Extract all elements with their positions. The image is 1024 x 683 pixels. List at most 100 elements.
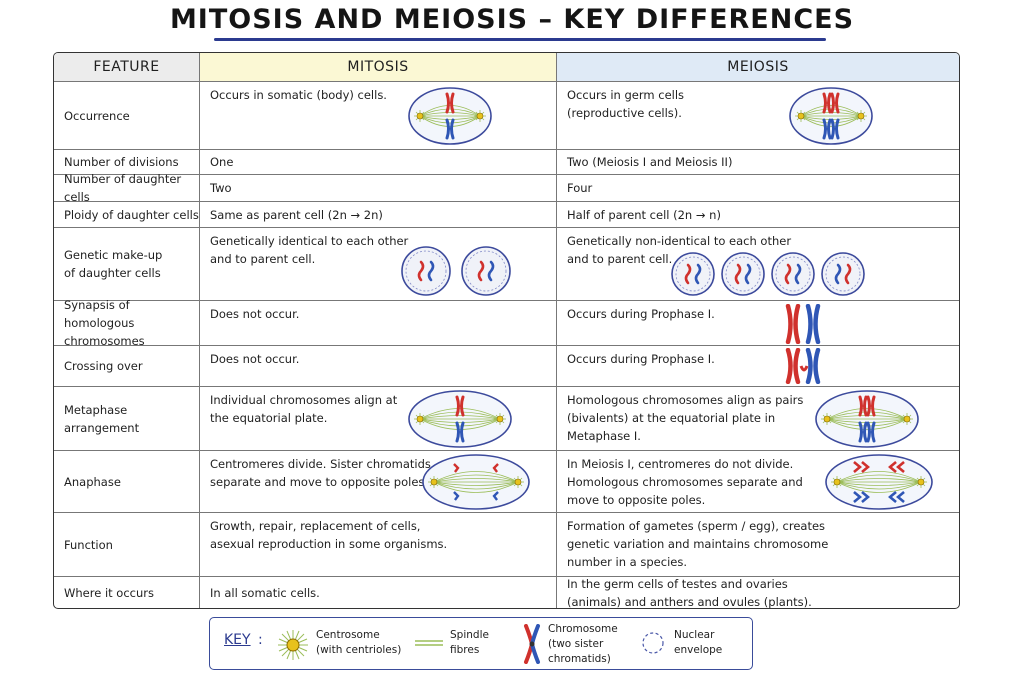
mitosis-anaphase-diagram (422, 454, 530, 510)
text-line: and to parent cell. (210, 252, 316, 266)
meiosis-cell: Homologous chromosomes align as pairs (bi… (557, 387, 959, 450)
text-line: (two sister (548, 638, 604, 650)
text-line: Crossing over (64, 359, 143, 373)
meiosis-text: Half of parent cell (2n → n) (567, 206, 721, 224)
mitosis-text: Does not occur. (210, 350, 556, 368)
text-line: Growth, repair, replacement of cells, (210, 519, 421, 533)
spindle-fibres-icon (415, 640, 443, 646)
text-line: genetic variation and maintains chromoso… (567, 537, 829, 551)
feature-cell: Crossing over (54, 346, 200, 386)
table-row: Crossing over Does not occur. Occurs durin… (54, 346, 959, 387)
text-line: homologous chromosomes (64, 316, 145, 348)
mitosis-cell: Same as parent cell (2n → 2n) (200, 202, 557, 227)
key-envelope-text: Nuclear envelope (674, 628, 722, 658)
meiosis-text: Homologous chromosomes align as pairs (bi… (567, 391, 959, 445)
text-line: Function (64, 537, 113, 552)
meiosis-cell: Occurs during Prophase I. (557, 346, 959, 386)
meiosis-text: Occurs in germ cells(reproductive cells)… (567, 86, 959, 122)
feature-text: Anaphase (64, 473, 121, 491)
text-line: Metaphase (64, 402, 128, 417)
mitosis-metaphase-diagram (408, 390, 512, 448)
table-row: Function Growth, repair, replacement of c… (54, 513, 959, 577)
mitosis-cell: Occurs in somatic (body) cells. (200, 82, 557, 149)
text-line: Genetically identical to each other (210, 234, 409, 248)
meiosis-cell: Occurs in germ cells(reproductive cells)… (557, 82, 959, 149)
text-line: Same as parent cell (2n → 2n) (210, 207, 383, 222)
text-line: Centrosome (316, 629, 380, 641)
meiosis-text: Two (Meiosis I and Meiosis II) (567, 153, 732, 171)
text-line: Occurs in somatic (body) cells. (210, 88, 387, 102)
key-legend: KEY : Centrosome(with centrioles) Spindl… (209, 617, 753, 670)
table-row: Number of daughter cells Two Four (54, 172, 959, 204)
text-line: Four (567, 181, 593, 195)
meiosis-metaphase-diagram (815, 390, 919, 448)
mitosis-text: Growth, repair, replacement of cells, ase… (210, 517, 556, 553)
text-line: asexual reproduction in some organisms. (210, 537, 448, 551)
meiosis-cell: In Meiosis I, centromeres do not divide.… (557, 451, 959, 512)
mitosis-cell: Growth, repair, replacement of cells, ase… (200, 513, 557, 576)
text-line: Ploidy of daughter cells (64, 207, 199, 222)
feature-text: Function (64, 536, 113, 554)
text-line: Does not occur. (210, 307, 300, 321)
text-line: Homologous chromosomes align as pairs (567, 393, 804, 407)
text-line: envelope (674, 644, 723, 656)
text-line: Number of daughter cells (64, 172, 182, 204)
text-line: chromatids) (548, 653, 611, 665)
text-line: Does not occur. (210, 352, 300, 366)
mitosis-cell: Genetically identical to each other and t… (200, 228, 557, 300)
feature-text: Number of divisions (64, 153, 179, 171)
mitosis-cell: One (200, 150, 557, 174)
feature-cell: Number of divisions (54, 150, 200, 174)
chromosome-icon (524, 624, 540, 664)
text-line: In the germ cells of testes and ovaries (567, 576, 788, 591)
text-line: Occurs in germ cells (567, 88, 685, 102)
text-line: fibres (450, 644, 480, 656)
text-line: Genetically non-identical to each other (567, 234, 792, 248)
text-line: In Meiosis I, centromeres do not divide. (567, 457, 794, 471)
meiosis-cell: Half of parent cell (2n → n) (557, 202, 959, 227)
feature-cell: Where it occurs (54, 577, 200, 608)
text-line: Metaphase I. (567, 429, 641, 443)
meiosis-text: In Meiosis I, centromeres do not divide.… (567, 455, 959, 509)
text-line: Anaphase (64, 474, 121, 489)
feature-text: Crossing over (64, 357, 143, 375)
meiosis-text: In the germ cells of testes and ovaries(… (567, 575, 812, 609)
mitosis-cell: In all somatic cells. (200, 577, 557, 608)
text-line: In all somatic cells. (210, 585, 320, 600)
meiosis-cell: Occurs during Prophase I. (557, 301, 959, 345)
text-line: move to opposite poles. (567, 493, 706, 507)
text-line: Nuclear (674, 629, 715, 641)
feature-text: Number of daughter cells (64, 170, 199, 206)
mitosis-text: Two (210, 179, 232, 197)
text-line: Two (210, 181, 232, 195)
mitosis-text: Genetically identical to each other and t… (210, 232, 556, 268)
meiosis-cell: Formation of gametes (sperm / egg), crea… (557, 513, 959, 576)
text-line: (with centrioles) (316, 644, 402, 656)
mitosis-text: One (210, 153, 233, 171)
meiosis-cell: Four (557, 175, 959, 201)
feature-text: Ploidy of daughter cells (64, 206, 199, 224)
header-meiosis: MEIOSIS (557, 53, 959, 81)
text-line: (bivalents) at the equatorial plate in (567, 411, 776, 425)
text-line: Genetic make-up (64, 248, 163, 262)
meiosis-daughter-cells-diagram (671, 252, 865, 296)
meiosis-text: Occurs during Prophase I. (567, 305, 959, 323)
meiosis-text: Occurs during Prophase I. (567, 350, 959, 368)
mitosis-text: Same as parent cell (2n → 2n) (210, 206, 383, 224)
mitosis-daughter-cells-diagram (401, 246, 511, 296)
mitosis-cell: Does not occur. (200, 346, 557, 386)
text-line: Occurs during Prophase I. (567, 307, 715, 321)
feature-cell: Number of daughter cells (54, 172, 200, 204)
meiosis-cell: In the germ cells of testes and ovaries(… (557, 575, 959, 609)
text-line: Formation of gametes (sperm / egg), crea… (567, 519, 826, 533)
